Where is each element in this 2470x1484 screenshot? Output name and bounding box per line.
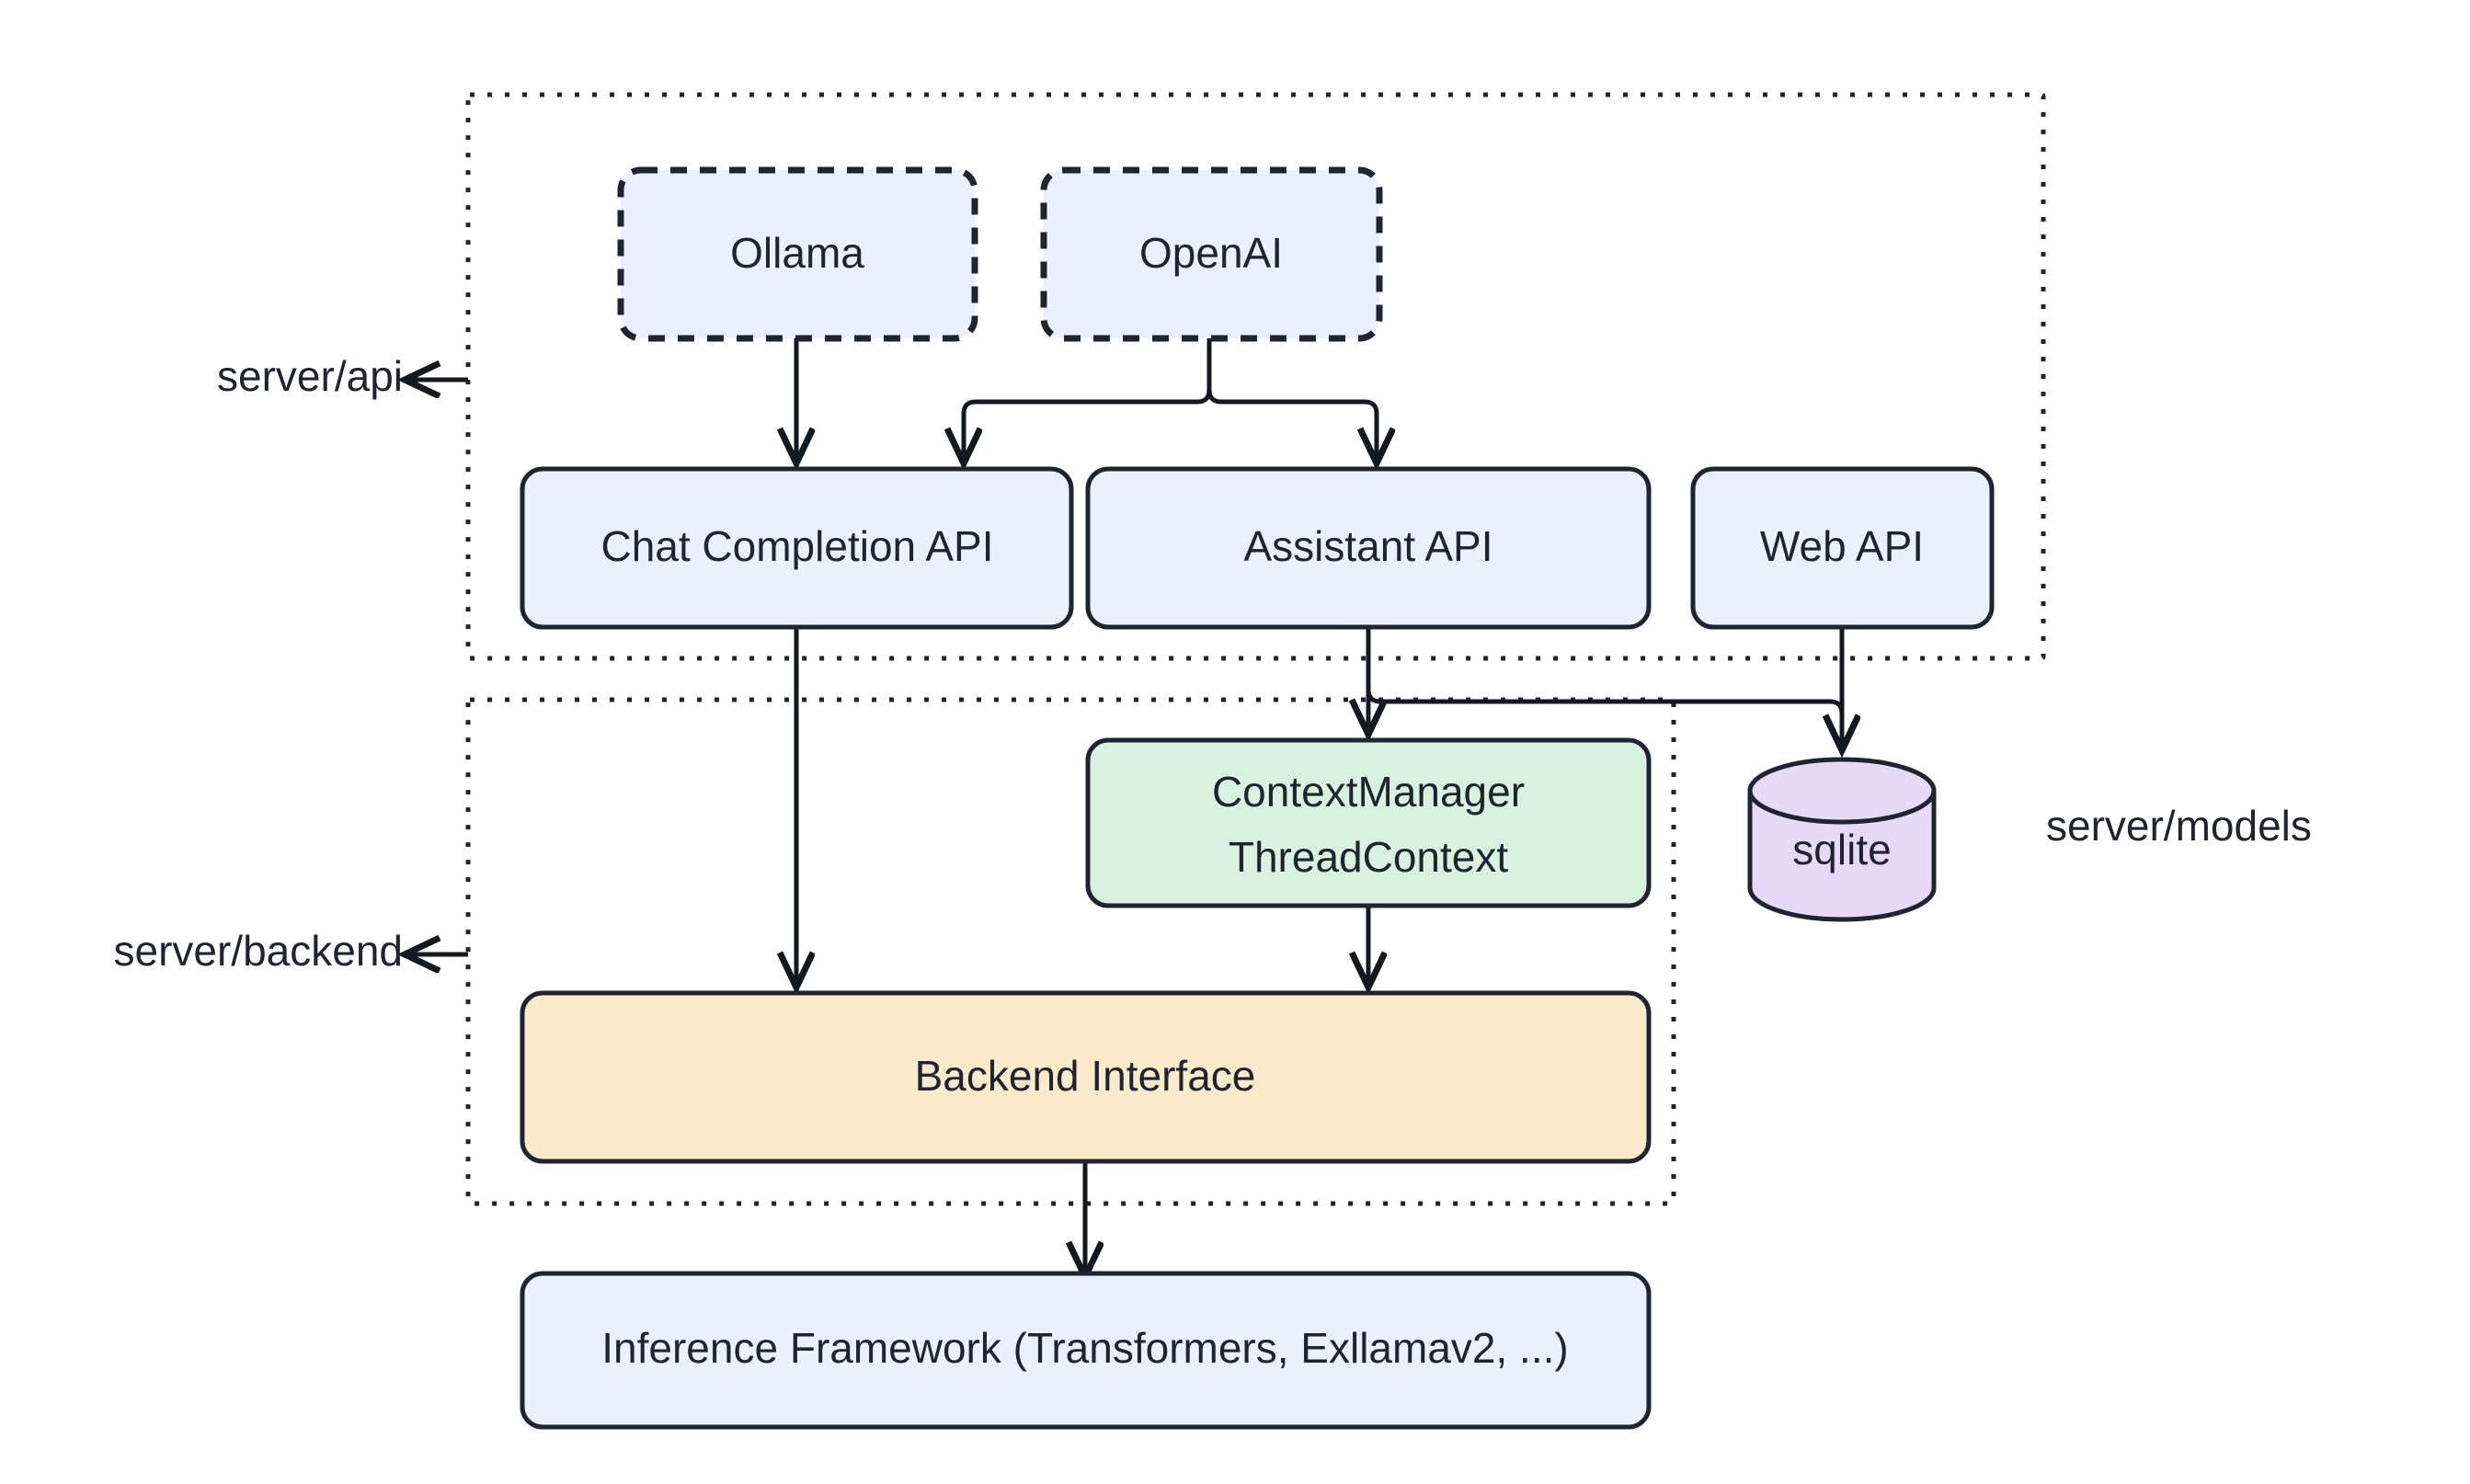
group-server-api-border [465, 92, 2046, 661]
node-openai-shape [1040, 166, 1383, 342]
group-server-backend-border [465, 697, 1676, 1206]
node-backend-interface-shape [520, 990, 1652, 1164]
node-web-api-shape [1690, 466, 1995, 630]
node-ollama[interactable]: Ollama [617, 166, 978, 342]
node-assistant-api[interactable]: Assistant API [1085, 466, 1652, 630]
node-web-api[interactable]: Web API [1690, 466, 1995, 630]
node-chat-completion-api[interactable]: Chat Completion API [520, 466, 1074, 630]
edge-openai-bus [964, 338, 1212, 460]
node-sqlite-body [1747, 788, 1937, 922]
edge-openai-to-assistant-api [1206, 389, 1377, 460]
node-sqlite[interactable]: sqlite [1747, 757, 1937, 922]
node-openai-label: OpenAI [1139, 229, 1283, 277]
group-label-server-api: server/api [217, 352, 403, 400]
node-ollama-label: Ollama [730, 229, 864, 277]
node-assistant-api-shape [1085, 466, 1652, 630]
node-context-manager-shape [1085, 737, 1652, 908]
group-label-server-models: server/models [2046, 802, 2312, 850]
node-inference-framework-label: Inference Framework (Transformers, Exlla… [601, 1324, 1568, 1372]
node-sqlite-label: sqlite [1792, 826, 1891, 873]
node-chat-completion-api-shape [520, 466, 1074, 630]
node-openai[interactable]: OpenAI [1040, 166, 1383, 342]
node-inference-framework[interactable]: Inference Framework (Transformers, Exlla… [520, 1271, 1652, 1430]
node-context-manager[interactable]: ContextManager ThreadContext [1085, 737, 1652, 908]
node-backend-interface[interactable]: Backend Interface [520, 990, 1652, 1164]
node-web-api-label: Web API [1760, 522, 1924, 570]
node-backend-interface-label: Backend Interface [915, 1052, 1256, 1100]
node-chat-completion-api-label: Chat Completion API [600, 522, 993, 570]
node-ollama-shape [617, 166, 978, 342]
node-context-manager-label-line1: ContextManager [1212, 768, 1525, 816]
node-sqlite-top [1747, 757, 1937, 825]
node-inference-framework-shape [520, 1271, 1652, 1430]
node-context-manager-label-line2: ThreadContext [1229, 833, 1508, 881]
node-assistant-api-label: Assistant API [1243, 522, 1492, 570]
group-label-server-backend: server/backend [114, 927, 404, 975]
edge-assistant-api-to-sqlite [1366, 627, 1842, 747]
